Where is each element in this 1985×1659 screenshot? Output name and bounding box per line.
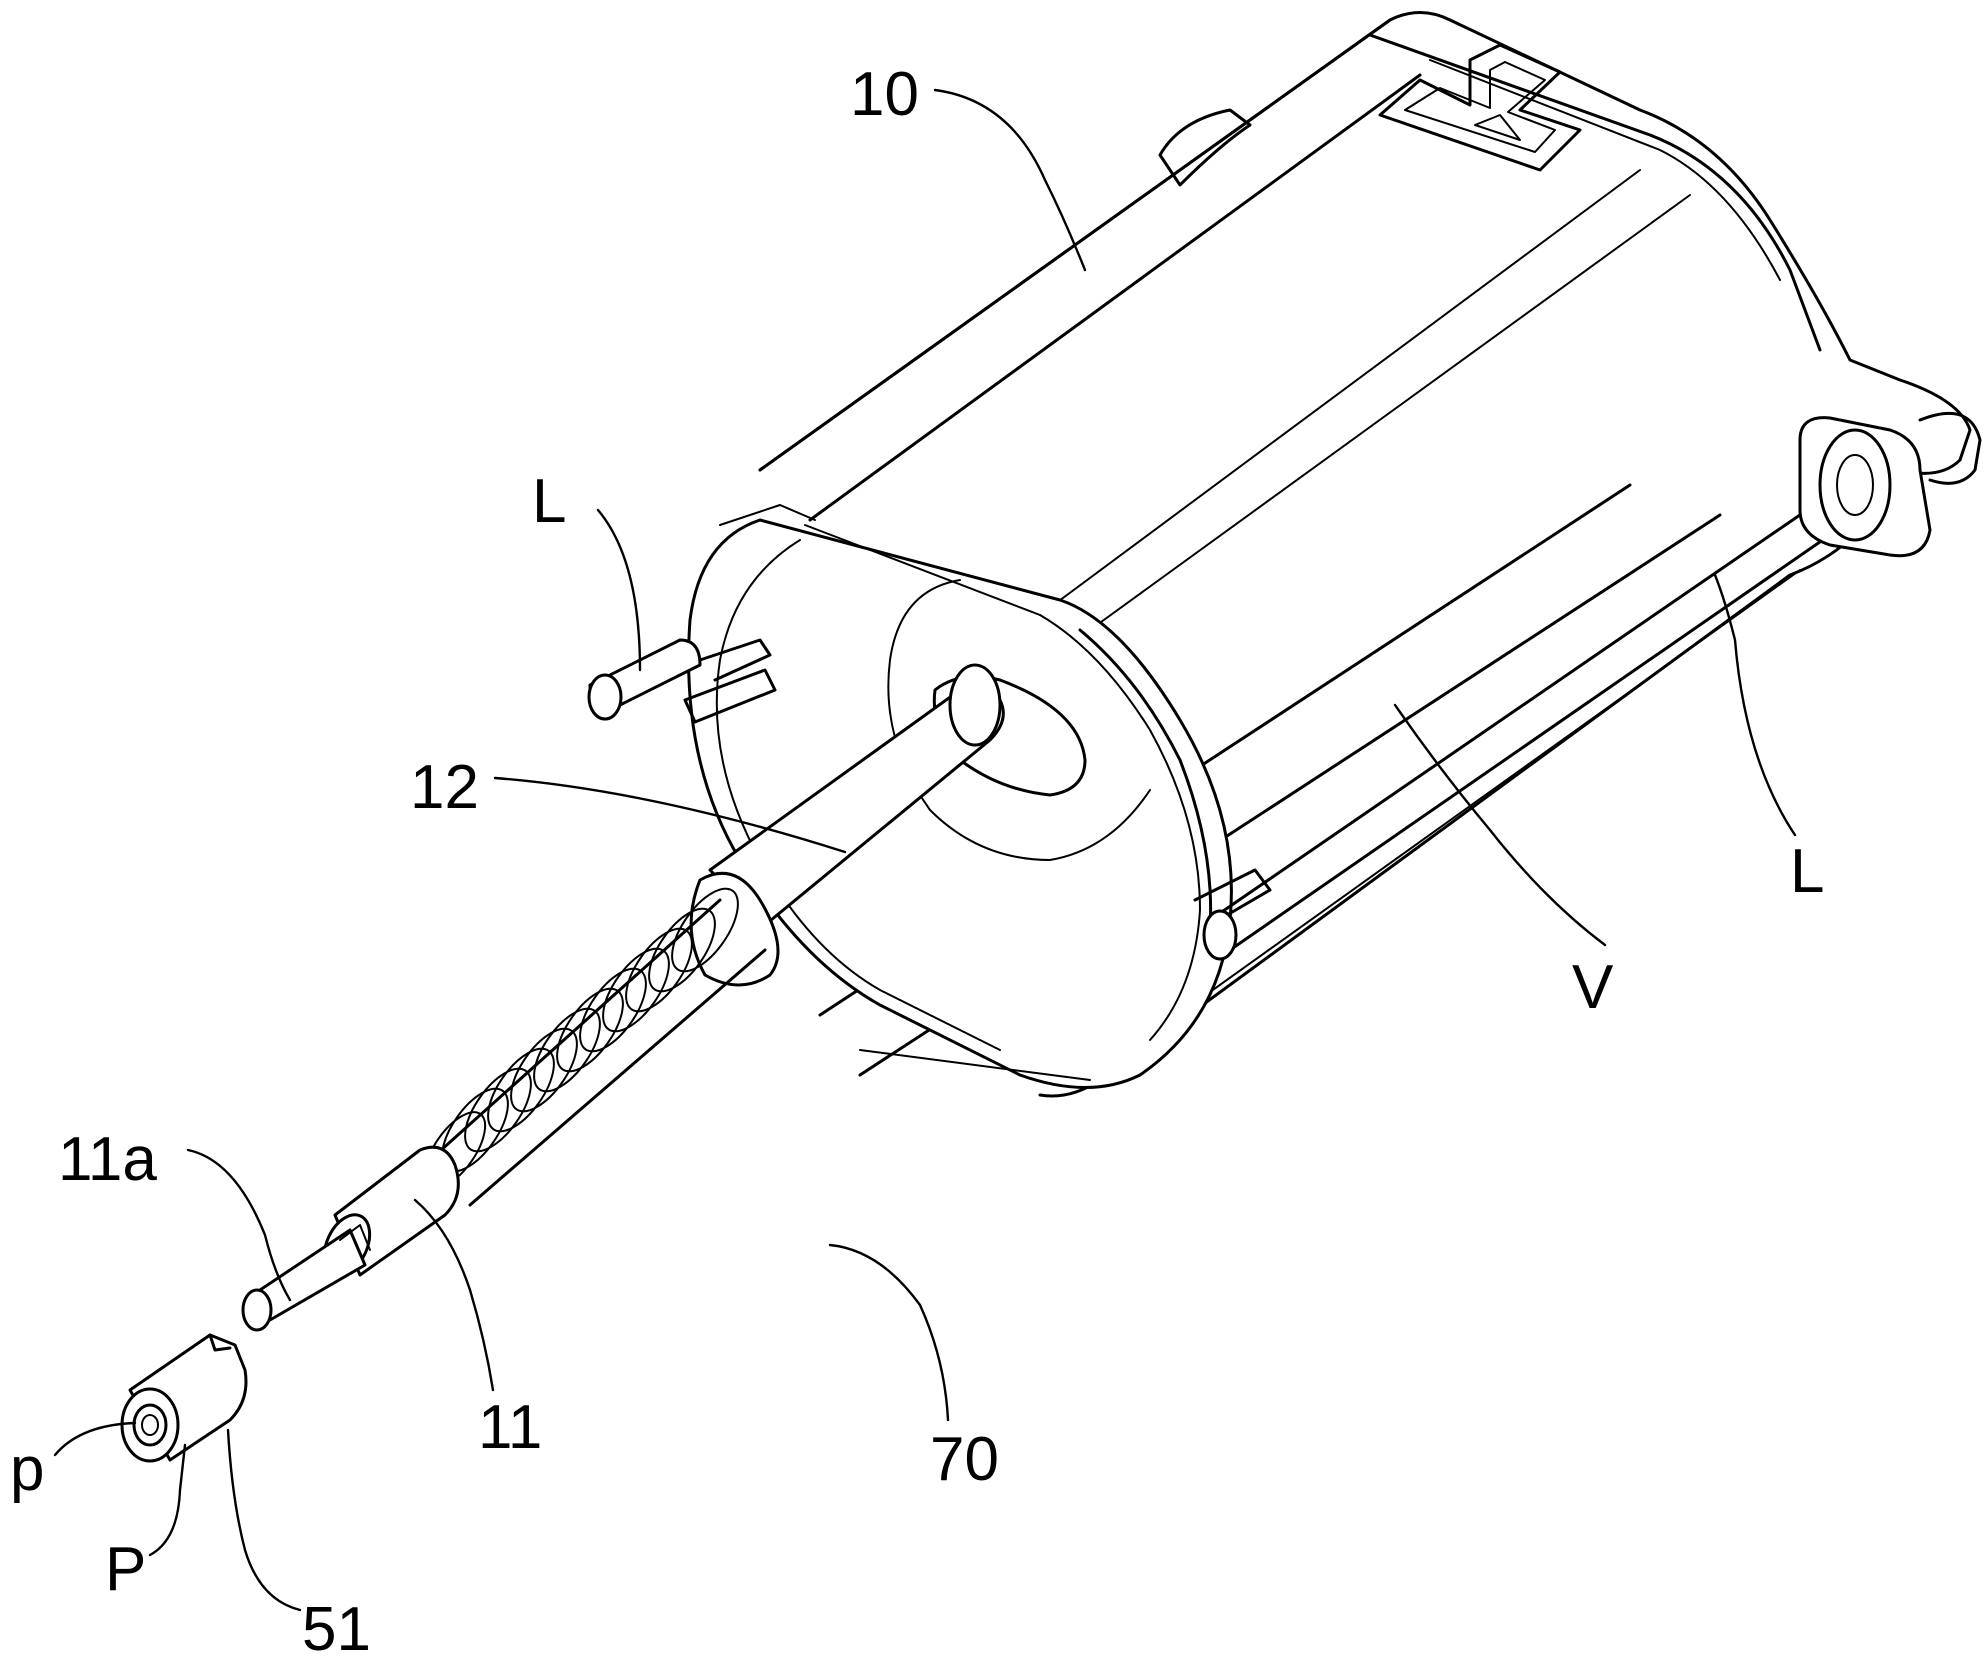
leader-p — [53, 1421, 137, 1457]
cap-51 — [120, 1333, 248, 1463]
leader-10 — [933, 88, 1087, 272]
leader-L-left — [596, 508, 642, 672]
label-L-left: L — [532, 467, 566, 536]
leader-V — [1393, 703, 1607, 947]
leader-11 — [413, 1198, 495, 1392]
label-51: 51 — [302, 1595, 371, 1659]
label-70: 70 — [930, 1425, 999, 1494]
leader-12 — [493, 776, 847, 854]
label-p: p — [10, 1435, 44, 1504]
label-11a: 11a — [58, 1125, 157, 1194]
leader-lines — [53, 88, 1797, 1612]
leader-L-right — [1713, 573, 1797, 837]
shaft-end — [241, 1145, 460, 1332]
leader-P — [148, 1443, 187, 1557]
label-V: V — [1572, 953, 1614, 1022]
leader-11a — [186, 1148, 292, 1302]
label-L-right: L — [1790, 837, 1824, 906]
label-10: 10 — [850, 60, 919, 129]
reference-labels: 10 L L 12 V 11a 11 70 p P 51 — [10, 60, 1824, 1659]
leader-70 — [828, 1243, 950, 1422]
label-11: 11 — [478, 1393, 542, 1462]
leader-51 — [226, 1428, 302, 1612]
motor-housing — [683, 11, 1972, 1098]
label-12: 12 — [410, 753, 479, 822]
worm-gear — [423, 887, 767, 1207]
label-P: P — [105, 1535, 146, 1604]
leg-pins — [587, 411, 1982, 961]
